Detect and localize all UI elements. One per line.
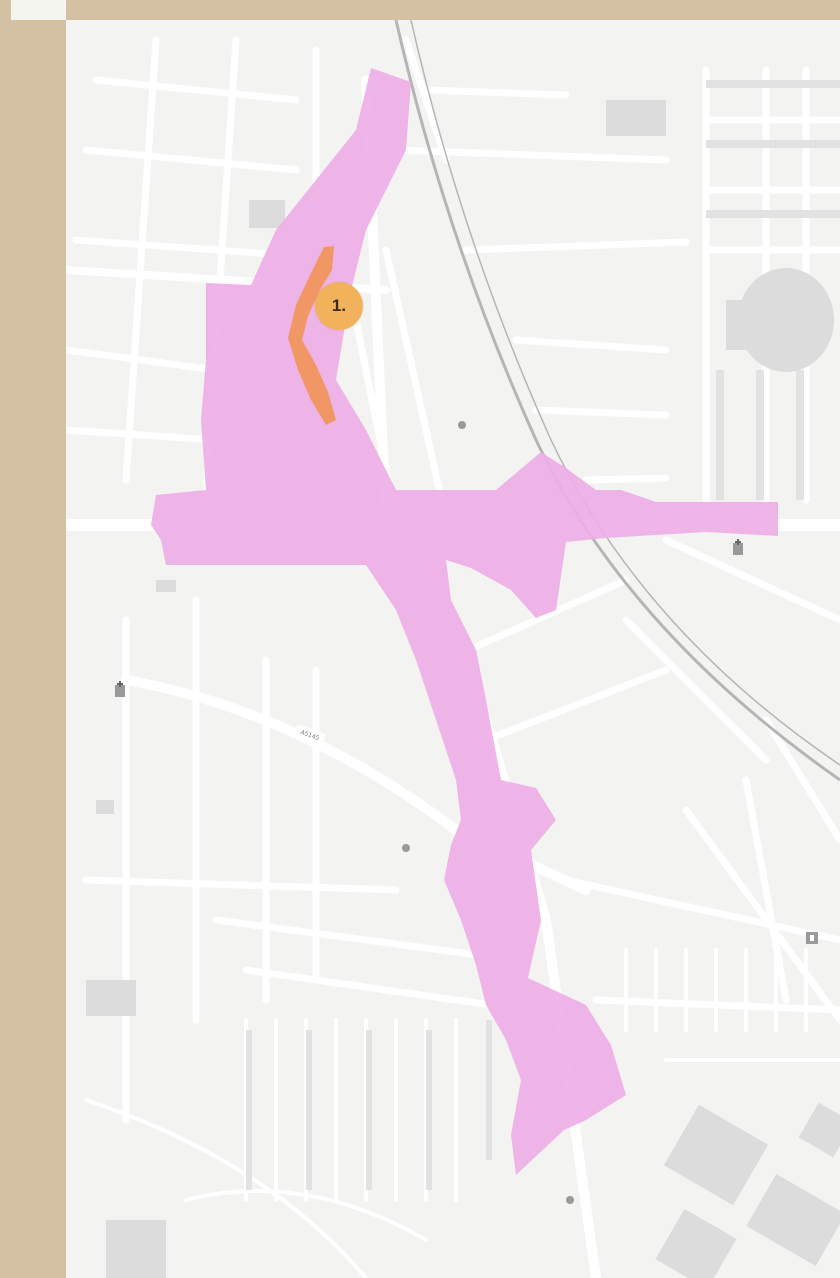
point-of-interest-icon — [402, 844, 410, 852]
map-marker-label: 1. — [331, 296, 347, 315]
church-icon — [733, 539, 743, 555]
point-of-interest-icon — [566, 1196, 574, 1204]
parking-icon — [806, 932, 818, 944]
church-icon — [115, 681, 125, 697]
top-frame-band — [0, 0, 840, 20]
minor-roads — [66, 36, 840, 1278]
house-rows — [246, 80, 840, 1190]
railway-line — [394, 20, 840, 782]
map-marker-1[interactable]: 1. — [315, 282, 363, 330]
highlighted-route[interactable] — [288, 246, 336, 425]
map-canvas[interactable]: A5145 — [66, 20, 840, 1278]
map-view[interactable]: A5145 1. — [66, 20, 840, 1278]
map-left-frame — [11, 20, 66, 1278]
highlighted-area[interactable] — [151, 68, 778, 1175]
point-of-interest-icon — [458, 421, 466, 429]
buildings — [86, 100, 840, 1278]
map-icons — [115, 421, 818, 1204]
side-panel-border — [0, 0, 11, 1278]
